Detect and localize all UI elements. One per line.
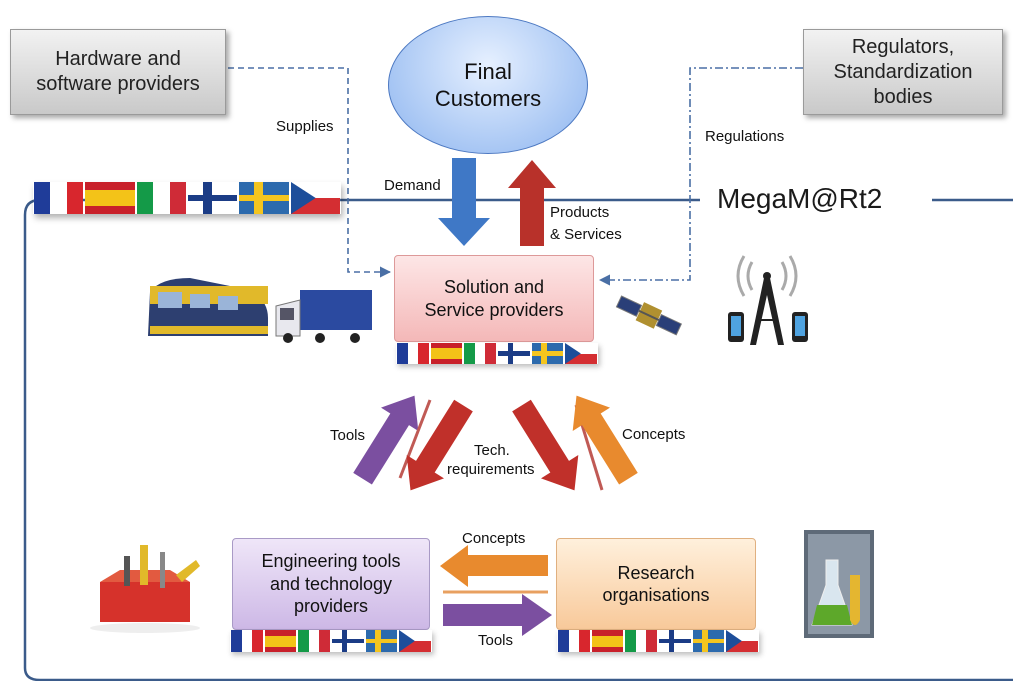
toolbox-icon (90, 545, 200, 633)
products-arrow (508, 160, 556, 246)
train-icon (148, 278, 268, 336)
france-flag (34, 182, 84, 214)
concepts-lower-label: Concepts (462, 530, 526, 547)
solution-line2: Service providers (424, 299, 564, 320)
lab-flasks-icon (804, 530, 874, 638)
supplies-label: Supplies (276, 118, 334, 135)
tools-lower-arrow (443, 594, 552, 636)
italy-flag (298, 630, 331, 652)
final-customers-line2: Customers (434, 86, 542, 111)
engineering-tools-providers-box: Engineering tools and technology provide… (232, 538, 430, 630)
demand-label: Demand (384, 177, 441, 194)
truck-icon (275, 290, 372, 343)
regulators-box: Regulators, Standardization bodies (803, 29, 1003, 115)
partner-flags-engineering (230, 630, 432, 652)
spain-flag (430, 343, 463, 364)
france-flag (231, 630, 263, 652)
solution-service-providers-box: Solution and Service providers (394, 255, 594, 342)
tools-lower-label: Tools (478, 632, 514, 649)
solution-line1: Solution and (443, 277, 545, 297)
hardware-box-line1: Hardware and (55, 48, 181, 70)
supplies-dashed-line (228, 67, 392, 278)
finland-flag (187, 182, 238, 214)
regulations-label: Regulations (705, 128, 785, 145)
project-name: MegaM@Rt2 (717, 183, 883, 214)
products-label: Products (550, 204, 610, 221)
final-customers-line1: Final (464, 58, 512, 84)
czech-flag (290, 182, 340, 214)
hardware-box-line2: software providers (36, 73, 200, 95)
concepts-upper-arrow (572, 395, 638, 485)
sweden-flag (365, 630, 398, 652)
tech-label: Tech. (474, 442, 510, 459)
research-line1: Research (617, 562, 695, 583)
italy-flag (464, 343, 497, 364)
france-flag (397, 343, 429, 364)
satellite-icon (615, 295, 683, 336)
concepts-lower-arrow (440, 545, 548, 587)
cell-tower-icon (728, 255, 808, 345)
czech-flag (399, 630, 432, 652)
hardware-software-providers-box: Hardware and software providers (10, 29, 226, 115)
france-flag (558, 630, 590, 652)
italy-flag (136, 182, 186, 214)
sweden-flag (239, 182, 289, 214)
tools-upper-arrow (353, 395, 419, 485)
requirements-label: requirements (447, 461, 535, 478)
czech-flag (726, 630, 759, 652)
engineering-line2: and technology (269, 573, 393, 594)
finland-flag (659, 630, 691, 652)
research-organisations-box: Research organisations (556, 538, 756, 630)
spain-flag (85, 182, 135, 214)
partner-flags-research (557, 630, 759, 652)
final-customers-ellipse: Final Customers (388, 16, 588, 154)
engineering-line3: providers (293, 596, 368, 617)
research-line2: organisations (602, 585, 710, 605)
sweden-flag (531, 343, 564, 364)
spain-flag (591, 630, 624, 652)
services-label: & Services (550, 226, 622, 243)
regulators-line2: Standardization (833, 60, 973, 83)
finland-flag (332, 630, 364, 652)
engineering-line1: Engineering tools (261, 551, 401, 572)
regulations-dashdot-line (598, 67, 803, 286)
partner-flags-solution (396, 343, 598, 364)
tech-req-left-arrow (406, 399, 473, 491)
italy-flag (625, 630, 658, 652)
regulators-line1: Regulators, (851, 35, 955, 58)
tools-upper-label: Tools (330, 427, 366, 444)
finland-flag (498, 343, 530, 364)
sweden-flag (692, 630, 725, 652)
tech-req-right-arrow (512, 399, 579, 491)
demand-arrow (438, 158, 490, 246)
regulators-line3: bodies (873, 85, 933, 108)
partner-flags-top (33, 182, 341, 214)
spain-flag (264, 630, 297, 652)
concepts-upper-label: Concepts (622, 426, 686, 443)
czech-flag (565, 343, 598, 364)
